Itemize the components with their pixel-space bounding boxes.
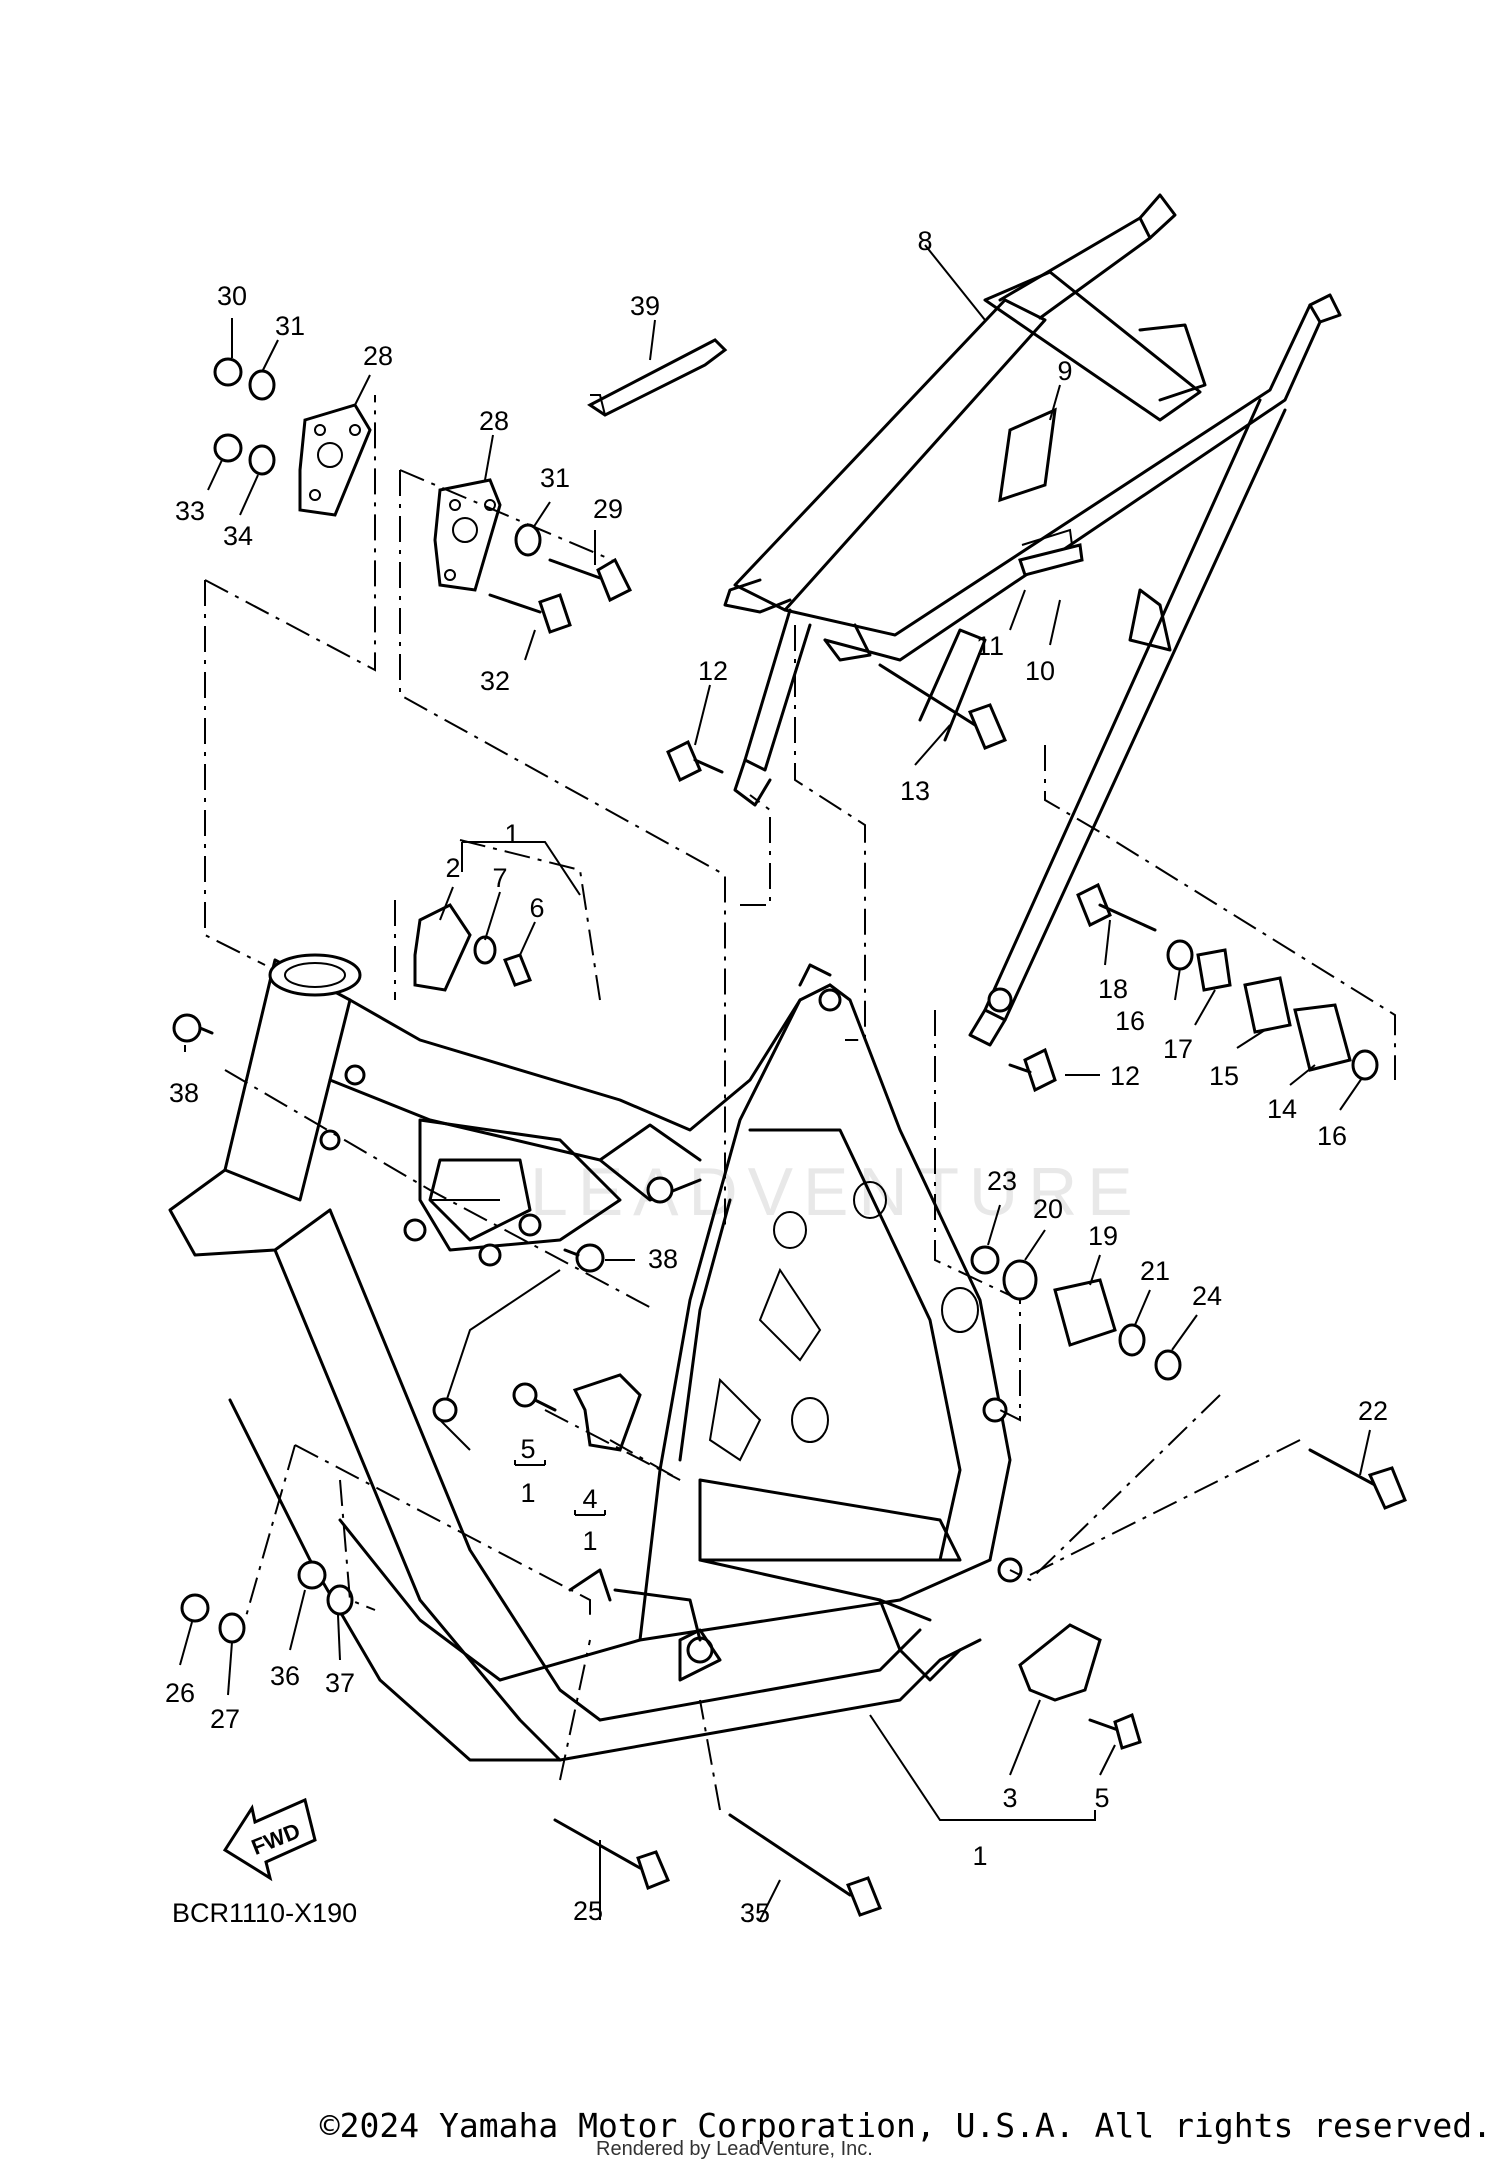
fasteners [172,357,1407,1917]
callout-label: 30 [217,281,247,311]
callout-label: 2 [445,853,460,883]
callout-label: 27 [210,1704,240,1734]
callout-label: 7 [492,863,507,893]
callout-label: 38 [169,1078,199,1108]
callout-label: 6 [529,893,544,923]
copyright-notice: ©2024 Yamaha Motor Corporation, U.S.A. A… [319,2106,1492,2145]
callout-label: 12 [1110,1061,1140,1091]
callout-label: 28 [363,341,393,371]
brackets [298,338,1102,1702]
fwd-arrow: FWD [222,1797,317,1882]
callout-label: 20 [1033,1194,1063,1224]
callout-label: 3 [1002,1783,1017,1813]
callout-label: 16 [1317,1121,1347,1151]
callout-label: 29 [593,494,623,524]
callout-label: 33 [175,496,205,526]
callout-label: 21 [1140,1256,1170,1286]
callout-label: 1 [972,1841,987,1871]
callout-label: 19 [1088,1221,1118,1251]
callout-label: 28 [479,406,509,436]
callout-label: 13 [900,776,930,806]
callout-label: 15 [1209,1061,1239,1091]
callout-label: 1 [504,819,519,849]
rear-subframe [723,193,1342,1047]
callout-label: 14 [1267,1094,1297,1124]
callout-label: 4 [582,1484,597,1514]
callout-label: 5 [520,1434,535,1464]
callout-label: 39 [630,291,660,321]
callout-labels: 30 31 28 33 34 39 8 9 28 31 29 32 11 10 … [165,226,1388,1928]
callout-label: 34 [223,521,253,551]
callout-label: 1 [520,1478,535,1508]
callout-label: 23 [987,1166,1017,1196]
callout-label: 24 [1192,1281,1222,1311]
callout-label: 35 [740,1898,770,1928]
main-frame [168,953,1023,1762]
watermark-text: LEADVENTURE [530,1154,1143,1230]
callout-label: 5 [1094,1783,1109,1813]
callout-label: 17 [1163,1034,1193,1064]
callout-label: 9 [1057,356,1072,386]
assembly-lines [204,395,1396,1811]
callout-label: 10 [1025,656,1055,686]
callout-label: 8 [917,226,932,256]
callout-label: 25 [573,1896,603,1926]
callout-label: 16 [1115,1006,1145,1036]
callout-label: 26 [165,1678,195,1708]
callout-label: 18 [1098,974,1128,1004]
rendered-by-credit: Rendered by LeadVenture, Inc. [596,2138,873,2160]
callout-label: 11 [976,631,1004,661]
callout-label: 37 [325,1668,355,1698]
callout-label: 12 [698,656,728,686]
callout-label: 1 [582,1526,597,1556]
callout-label: 32 [480,666,510,696]
callout-label: 31 [540,463,570,493]
callout-label: 22 [1358,1396,1388,1426]
diagram-code: BCR1110-X190 [172,1898,357,1928]
callout-label: 38 [648,1244,678,1274]
callout-label: 31 [275,311,305,341]
callout-label: 36 [270,1661,300,1691]
leader-lines [179,244,1371,1921]
